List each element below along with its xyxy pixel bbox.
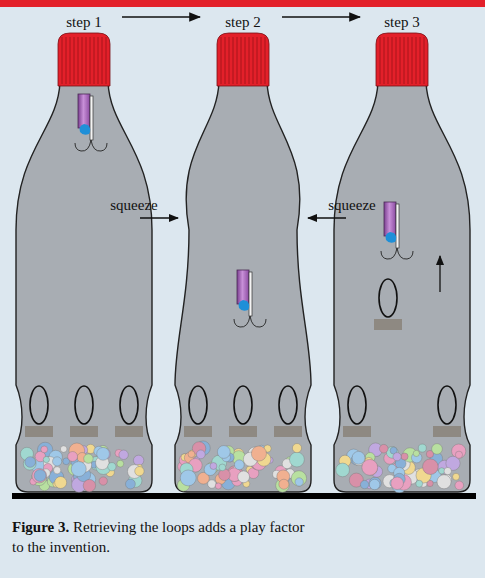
loop	[120, 386, 138, 424]
squeeze-label: squeeze	[328, 197, 375, 214]
weight	[343, 426, 371, 437]
loop	[189, 386, 207, 424]
bottle	[16, 33, 152, 492]
weight	[25, 426, 53, 437]
weight	[229, 426, 257, 437]
weight	[115, 426, 143, 437]
loop	[234, 386, 252, 424]
step-label: step 2	[225, 14, 260, 31]
bottle-cap	[217, 33, 269, 86]
beads	[177, 441, 306, 492]
loop	[379, 279, 397, 317]
bottle	[175, 33, 311, 492]
figure-caption: Figure 3. Retrieving the loops adds a pl…	[12, 518, 312, 557]
bottle	[334, 33, 470, 493]
diver	[381, 202, 413, 259]
squeeze-arrows	[140, 218, 440, 292]
weight	[274, 426, 302, 437]
top-bar	[0, 0, 485, 7]
loop	[348, 386, 366, 424]
diver	[75, 94, 107, 151]
step-label: step 1	[66, 14, 101, 31]
table-line	[12, 493, 476, 499]
bottle-cap	[376, 33, 428, 86]
caption-number: Figure 3.	[12, 519, 69, 535]
beads	[20, 442, 144, 492]
loop	[279, 386, 297, 424]
loop	[75, 386, 93, 424]
squeeze-label: squeeze	[110, 197, 157, 214]
loop	[438, 386, 456, 424]
weight	[374, 319, 402, 330]
weight	[433, 426, 461, 437]
beads	[336, 443, 466, 493]
diver	[234, 270, 266, 327]
weight	[70, 426, 98, 437]
bottle-cap	[58, 33, 110, 86]
weight	[184, 426, 212, 437]
loop	[30, 386, 48, 424]
step-label: step 3	[384, 14, 419, 31]
